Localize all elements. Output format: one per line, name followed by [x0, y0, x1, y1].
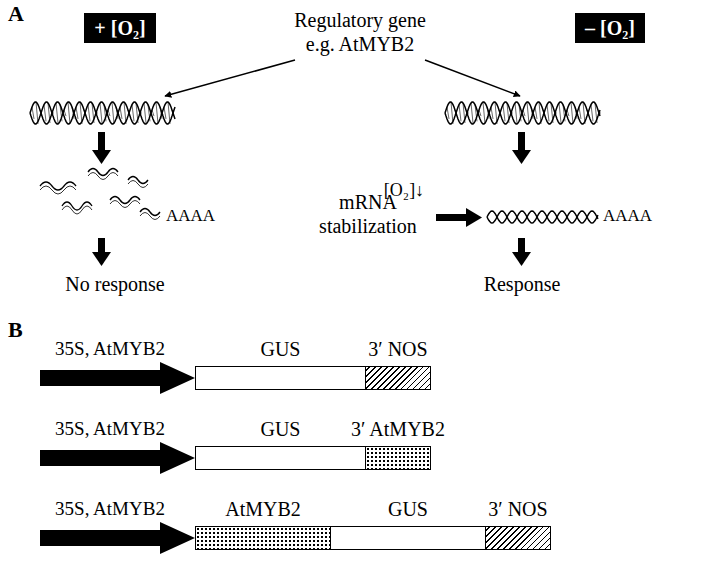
segment-box: [195, 526, 331, 550]
arrow: [165, 60, 295, 96]
segment-label: GUS: [330, 496, 486, 522]
panel-label: B: [8, 318, 23, 342]
down-arrow: [92, 132, 531, 266]
condition-text: + [O₂]: [94, 16, 145, 40]
construct-segment: 3′ NOS: [485, 496, 551, 550]
mrna-fragments: [40, 169, 160, 220]
panel-label: A: [8, 2, 24, 26]
segment-label: AtMYB2: [195, 496, 331, 522]
annotation: No response: [65, 272, 164, 296]
annotation: Response: [484, 272, 561, 296]
condition-box: + [O₂]: [84, 13, 155, 43]
construct-segment: GUS: [330, 496, 486, 550]
segment-label: 3′ NOS: [365, 336, 431, 362]
construct-segment: AtMYB2: [195, 496, 331, 550]
dna-helix: [30, 102, 601, 223]
condition-text: – [O₂]: [585, 16, 635, 40]
annotation: AAAA: [603, 204, 652, 228]
construct-segment: GUS: [195, 416, 366, 470]
stabilization-arrow: [436, 208, 482, 227]
annotation: 35S, AtMYB2: [55, 417, 165, 441]
segment-box: [195, 366, 366, 390]
annotation: Regulatory gene e.g. AtMYB2: [280, 8, 440, 56]
annotation: mRNA stabilization: [307, 190, 429, 238]
segment-box: [195, 446, 366, 470]
construct-segment: 3′ NOS: [365, 336, 431, 390]
segment-box: [485, 526, 551, 550]
segment-label: 3′ AtMYB2: [365, 416, 431, 442]
arrow: [425, 60, 520, 96]
condition-box: – [O₂]: [575, 13, 645, 43]
construct-segment: 3′ AtMYB2: [365, 416, 431, 470]
segment-label: GUS: [195, 416, 366, 442]
segment-box: [365, 366, 431, 390]
segment-box: [365, 446, 431, 470]
promoter-arrow: [40, 362, 195, 554]
construct-segment: GUS: [195, 336, 366, 390]
segment-label: 3′ NOS: [485, 496, 551, 522]
segment-label: GUS: [195, 336, 366, 362]
annotation: 35S, AtMYB2: [55, 497, 165, 521]
annotation: 35S, AtMYB2: [55, 337, 165, 361]
segment-box: [330, 526, 486, 550]
annotation: AAAA: [166, 204, 215, 228]
